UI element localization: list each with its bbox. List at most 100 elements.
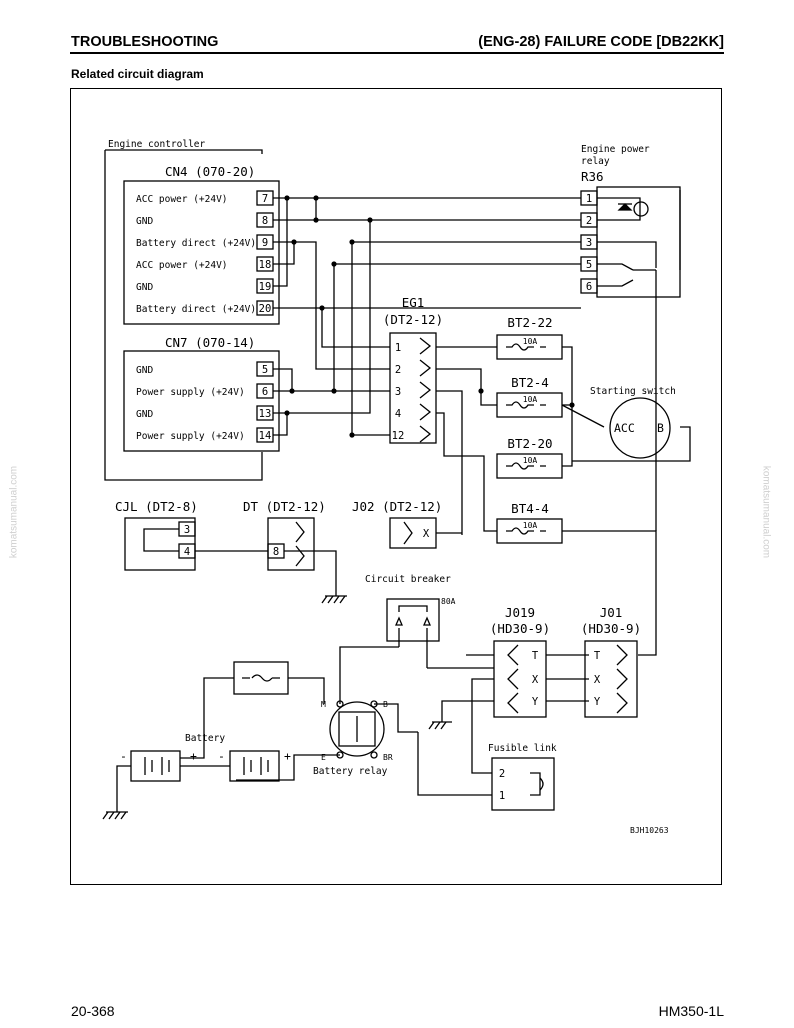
- fuse-id: BT2-20: [507, 436, 552, 451]
- battery-2: [229, 750, 280, 782]
- relay-pin: 3: [586, 237, 592, 249]
- cn4-row-label: GND: [136, 282, 153, 293]
- cjl-pin: 4: [184, 546, 190, 558]
- engine-controller-outline: [105, 149, 263, 154]
- cn7-title: CN7 (070-14): [165, 335, 255, 350]
- battery-minus: -: [120, 749, 127, 763]
- eg1-pin: 2: [395, 364, 401, 376]
- battery-1: [130, 750, 181, 782]
- circuit-breaker: [386, 598, 440, 642]
- battery-relay: [329, 701, 385, 757]
- cn4-pin: 9: [262, 237, 268, 249]
- j01-box: [584, 640, 638, 718]
- fuse-id: BT4-4: [511, 501, 549, 516]
- relay-pin: 2: [586, 215, 592, 227]
- cn4-title: CN4 (070-20): [165, 164, 255, 179]
- cn4-pin: 8: [262, 215, 268, 227]
- engine-controller-label: Engine controller: [108, 139, 206, 150]
- page-number: 20-368: [71, 1003, 115, 1019]
- cn7-pin: 14: [259, 430, 272, 442]
- fusible-link-pin: 1: [499, 790, 505, 802]
- starting-switch-acc: ACC: [614, 421, 635, 435]
- eg1-pin: 1: [395, 342, 401, 354]
- j01-subtitle: (HD30-9): [581, 621, 641, 636]
- failure-code-title: (ENG-28) FAILURE CODE [DB22KK]: [478, 34, 724, 50]
- j01-pin: X: [594, 674, 601, 686]
- dt-title: DT (DT2-12): [243, 499, 326, 514]
- cn4-row-label: ACC power (+24V): [136, 260, 228, 271]
- relay-terminal-m: M: [321, 700, 326, 709]
- j019-pin: T: [532, 650, 539, 662]
- j019-box: [493, 640, 547, 718]
- eg1-subtitle: (DT2-12): [383, 312, 443, 327]
- relay-pin: 6: [586, 281, 592, 293]
- fuse-id: BT2-22: [507, 315, 552, 330]
- relay-id: R36: [581, 169, 604, 184]
- fuse-rating: 10A: [523, 456, 538, 465]
- cn7-row-label: GND: [136, 365, 153, 376]
- relay-terminal-e: E: [321, 753, 326, 762]
- cn7-row-label: GND: [136, 409, 153, 420]
- j02-title: J02 (DT2-12): [352, 499, 442, 514]
- diagram-frame: [70, 88, 722, 885]
- relay-pin: 5: [586, 259, 592, 271]
- j019-pin: Y: [532, 696, 539, 708]
- battery-relay-label: Battery relay: [313, 766, 388, 777]
- j01-pin: T: [594, 650, 601, 662]
- section-title: TROUBLESHOOTING: [71, 34, 219, 50]
- j019-subtitle: (HD30-9): [490, 621, 550, 636]
- cn4-pin: 20: [259, 303, 272, 315]
- eg1-pin: 3: [395, 386, 401, 398]
- cn7-row-label: Power supply (+24V): [136, 387, 245, 398]
- starting-switch: [609, 397, 671, 459]
- eg1-pin: 12: [392, 430, 405, 442]
- cjl-pin: 3: [184, 524, 190, 536]
- cn7-pin: 5: [262, 364, 268, 376]
- watermark-left: komatsumanual.com: [8, 465, 20, 559]
- fuse-rating: 10A: [523, 395, 538, 404]
- fuse-rating: 10A: [523, 521, 538, 530]
- cn4-pin: 7: [262, 193, 268, 205]
- fusible-link: [491, 757, 555, 811]
- relay-label-line2: relay: [581, 156, 610, 167]
- battery-minus-2: -: [218, 749, 225, 763]
- eg1-title: EG1: [402, 295, 425, 310]
- starting-switch-b: B: [657, 421, 664, 435]
- cn7-pin: 6: [262, 386, 268, 398]
- header-rule: [70, 52, 724, 54]
- model-name: HM350-1L: [658, 1003, 724, 1019]
- j01-pin: Y: [594, 696, 601, 708]
- fusible-link-label: Fusible link: [488, 743, 557, 754]
- eg1-pin: 4: [395, 408, 401, 420]
- battery-plus-2: +: [284, 749, 291, 763]
- cn4-row-label: Battery direct (+24V): [136, 238, 256, 249]
- engine-controller-outline-left: [104, 150, 263, 481]
- cn4-pin: 19: [259, 281, 272, 293]
- battery-label: Battery: [185, 733, 225, 744]
- cjl-title: CJL (DT2-8): [115, 499, 198, 514]
- relay-pin: 1: [586, 193, 592, 205]
- fuse-rating: 10A: [523, 337, 538, 346]
- j019-title: J019: [505, 605, 535, 620]
- diagram-subtitle: Related circuit diagram: [71, 67, 204, 81]
- battery-plus: +: [190, 749, 197, 763]
- circuit-breaker-rating: 80A: [441, 597, 456, 606]
- j019-pin: X: [532, 674, 539, 686]
- relay-terminal-b: B: [383, 700, 388, 709]
- drawing-code: BJH10263: [630, 826, 669, 835]
- cn4-row-label: Battery direct (+24V): [136, 304, 256, 315]
- cn4-box: [123, 180, 280, 325]
- cn4-row-label: GND: [136, 216, 153, 227]
- watermark-right: komatsumanual.com: [760, 465, 772, 559]
- relay-label-line1: Engine power: [581, 144, 650, 155]
- j02-pin: X: [423, 528, 430, 540]
- j01-title: J01: [600, 605, 623, 620]
- cn7-pin: 13: [259, 408, 272, 420]
- dt-pin: 8: [273, 546, 279, 558]
- cn4-pin: 18: [259, 259, 272, 271]
- circuit-breaker-label: Circuit breaker: [365, 574, 451, 585]
- fusible-link-pin: 2: [499, 768, 505, 780]
- eg1-box: [389, 332, 437, 444]
- cn7-box: [123, 350, 280, 452]
